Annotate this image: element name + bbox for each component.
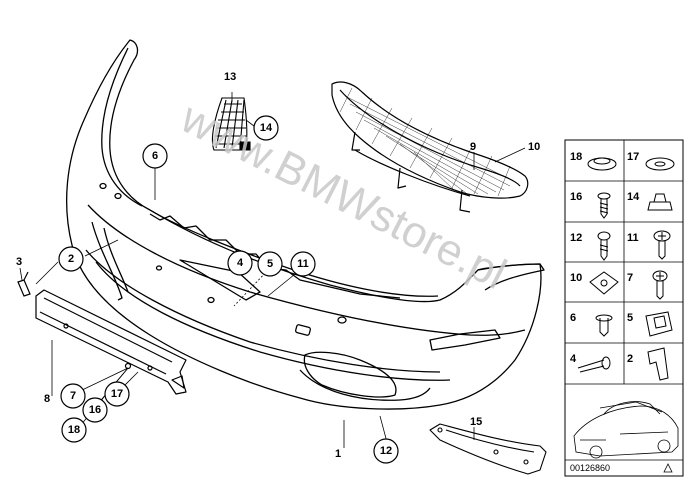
callout-3: 3 (16, 256, 22, 268)
callout-12: 12 (380, 445, 392, 457)
bracket-15 (429, 423, 547, 475)
callout-2: 2 (68, 253, 74, 265)
legend-12: 12 (570, 232, 582, 244)
bumper-cover (66, 39, 545, 410)
callout-8: 8 (44, 393, 50, 405)
callout-9: 9 (470, 141, 476, 153)
legend-part-drawings (577, 157, 675, 381)
watermark: www.BMWstore.pl (173, 93, 514, 299)
legend-11: 11 (627, 232, 639, 244)
triangle-icon (663, 463, 673, 473)
callout-4: 4 (237, 257, 244, 269)
legend-14: 14 (627, 191, 640, 203)
legend-7: 7 (627, 272, 633, 284)
callout-labels: 1 3 8 9 10 13 15 (16, 71, 540, 460)
callout-13: 13 (224, 71, 236, 83)
legend-5: 5 (627, 312, 633, 324)
legend-panel: 18 17 16 14 12 11 10 7 6 5 4 2 (564, 139, 684, 477)
callout-7: 7 (70, 390, 76, 402)
diagram-code: 00126860 (570, 463, 610, 473)
legend-17: 17 (627, 151, 639, 163)
callout-17: 17 (111, 388, 123, 400)
legend-10: 10 (570, 272, 582, 284)
callout-5: 5 (267, 258, 273, 270)
mesh-insert (211, 97, 251, 151)
circled-callout-text: 2 6 4 5 11 7 16 17 18 14 12 (68, 122, 392, 457)
callout-15: 15 (470, 416, 482, 428)
callout-16: 16 (89, 404, 101, 416)
grille-mesh (339, 87, 516, 197)
legend-6: 6 (570, 312, 576, 324)
clip-3 (17, 271, 31, 297)
legend-4: 4 (570, 353, 577, 365)
circled-callouts (58, 115, 399, 464)
callout-11: 11 (297, 258, 309, 270)
callout-18: 18 (68, 424, 80, 436)
callout-14: 14 (260, 122, 273, 134)
legend-18: 18 (570, 151, 582, 163)
callout-1: 1 (335, 448, 341, 460)
callout-6: 6 (152, 150, 158, 162)
legend-16: 16 (570, 191, 582, 203)
callout-10: 10 (528, 141, 540, 153)
legend-2: 2 (627, 353, 633, 365)
car-thumbnail (573, 401, 679, 459)
license-plate-base (35, 289, 187, 395)
